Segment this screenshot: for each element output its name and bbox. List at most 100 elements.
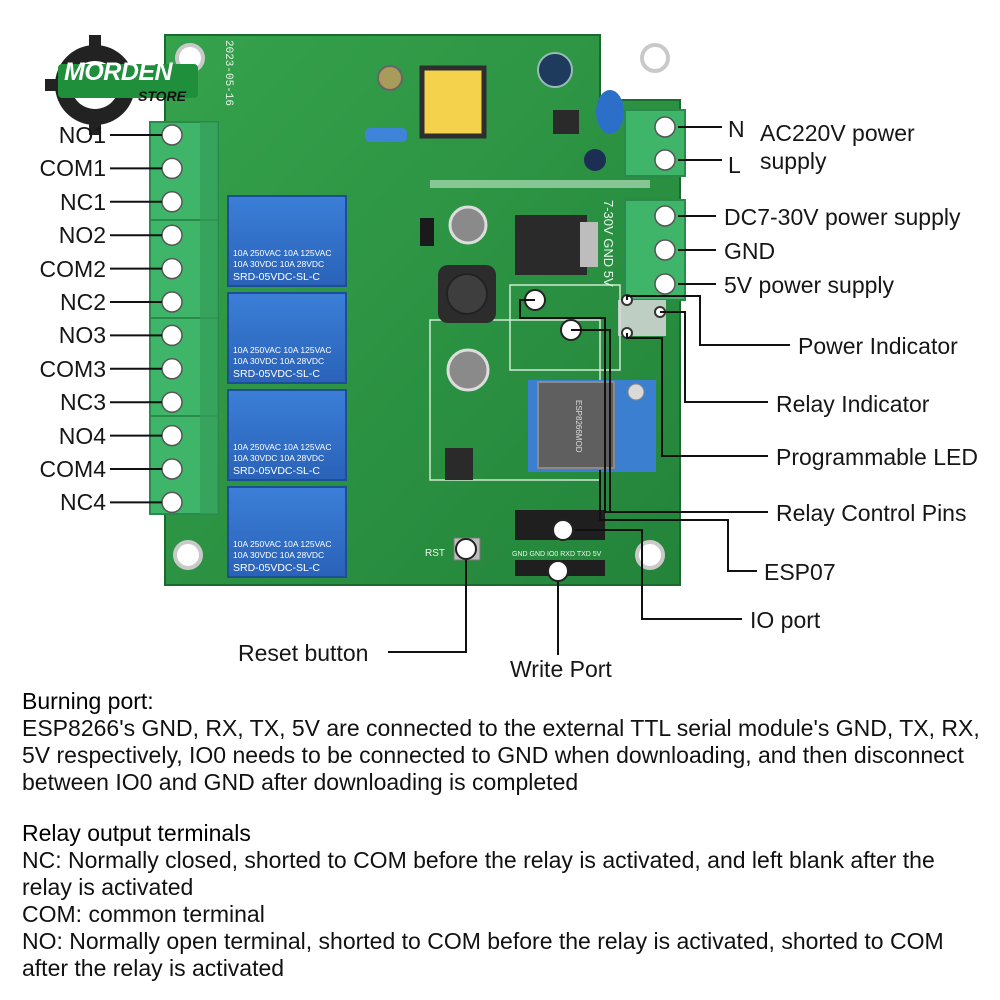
silk-rst: RST: [425, 548, 445, 559]
regulator-small: [445, 448, 473, 480]
label-terminal-nc1: NC1: [59, 188, 106, 215]
morden-logo: [45, 35, 198, 135]
label-terminal-no4: NO4: [58, 422, 106, 449]
relay-text: 10A 30VDC 10A 28VDC: [233, 453, 324, 463]
silk-power: 7-30V GND 5V: [601, 200, 616, 287]
logo-sub: STORE: [138, 88, 186, 104]
terminal-screw: [161, 491, 183, 514]
led-indicators: [618, 294, 666, 339]
terminal-screw: [161, 257, 183, 280]
terminal-screw: [161, 358, 183, 380]
terminal-screw: [161, 391, 183, 413]
label-terminal-com2: COM2: [39, 255, 106, 282]
relay-text: SRD-05VDC-SL-C: [233, 562, 320, 574]
terminal-screw-l: [654, 149, 676, 171]
regulator: [515, 215, 587, 275]
blue-resistor: [365, 128, 407, 142]
relay-text: 10A 250VAC 10A 125VAC: [233, 442, 331, 452]
terminal-screw: [161, 124, 183, 146]
label-l: L: [728, 152, 741, 178]
power-section: [365, 52, 624, 480]
esp07-module: ESP8266MOD: [528, 380, 656, 472]
relay-text: SRD-05VDC-SL-C: [233, 465, 320, 477]
burning-port-body: ESP8266's GND, RX, TX, 5V are connected …: [22, 715, 980, 795]
label-ac-line1: AC220V power: [760, 120, 915, 146]
capacitor-top-small: [377, 65, 403, 91]
label-programmable-led: Programmable LED: [776, 444, 978, 470]
logo-brand: MORDEN: [64, 58, 173, 86]
relay-text: SRD-05VDC-SL-C: [233, 271, 320, 283]
terminal-screw: [161, 291, 183, 313]
transformer: [419, 65, 487, 139]
terminal-screw: [161, 157, 183, 180]
relay-output-notes: Relay output terminals NC: Normally clos…: [22, 820, 982, 982]
relay-text: 10A 250VAC 10A 125VAC: [233, 539, 331, 549]
terminal-screw-n: [654, 116, 676, 138]
varistor: [584, 149, 606, 171]
mount-hole: [173, 540, 203, 570]
terminal-screw: [161, 424, 183, 447]
label-dc: DC7-30V power supply: [724, 204, 961, 230]
label-terminal-com3: COM3: [39, 355, 106, 382]
silk-header: GND GND IO0 RXD TXD 5V: [512, 551, 602, 558]
capacitor-mid: [448, 205, 488, 245]
label-5v: 5V power supply: [724, 272, 895, 298]
left-screws: [161, 124, 183, 514]
capacitor-low: [446, 348, 490, 392]
relay-no-note: NO: Normally open terminal, shorted to C…: [22, 928, 944, 981]
leader-lines: [110, 126, 790, 655]
label-power-indicator: Power Indicator: [798, 333, 958, 359]
label-esp07: ESP07: [764, 559, 836, 585]
label-terminal-nc3: NC3: [59, 389, 106, 416]
relay-com-note: COM: common terminal: [22, 901, 265, 927]
relay-nc-note: NC: Normally closed, shorted to COM befo…: [22, 847, 935, 900]
terminal-screw: [161, 224, 183, 246]
label-relay-indicator: Relay Indicator: [776, 391, 930, 417]
terminal-screw: [161, 324, 183, 347]
relay-text: 10A 30VDC 10A 28VDC: [233, 356, 324, 366]
label-io-port: IO port: [750, 607, 821, 633]
terminal-screw-gnd: [654, 239, 676, 261]
label-terminal-no2: NO2: [58, 222, 106, 249]
relay-text: SRD-05VDC-SL-C: [233, 368, 320, 380]
burning-port-title: Burning port:: [22, 688, 154, 714]
label-terminal-no3: NO3: [58, 322, 106, 349]
terminal-screw: [161, 191, 183, 213]
right-terminal-blocks: [624, 109, 686, 301]
label-relay-control-pins: Relay Control Pins: [776, 500, 967, 526]
module-text: ESP8266MOD: [574, 400, 583, 453]
left-terminal-blocks: [149, 121, 219, 515]
ic-small: [553, 110, 579, 134]
label-ac-line2: supply: [760, 148, 827, 174]
capacitor-top: [537, 52, 573, 88]
x-capacitor: [596, 90, 624, 134]
relay-text: 10A 30VDC 10A 28VDC: [233, 259, 324, 269]
relay-text: 10A 250VAC 10A 125VAC: [233, 345, 331, 355]
label-terminal-nc2: NC2: [59, 289, 106, 315]
relay-text: 10A 30VDC 10A 28VDC: [233, 550, 324, 560]
label-terminal-no1: NO1: [58, 122, 106, 148]
label-gnd: GND: [724, 238, 776, 264]
mount-hole: [640, 43, 670, 73]
relay-output-title: Relay output terminals: [22, 820, 251, 846]
label-terminal-nc4: NC4: [59, 489, 106, 516]
diode: [420, 218, 434, 246]
mount-hole: [635, 540, 665, 570]
label-terminal-com1: COM1: [39, 155, 106, 182]
label-n: N: [728, 116, 745, 142]
relay-text: 10A 250VAC 10A 125VAC: [233, 248, 331, 258]
burning-port-notes: Burning port: ESP8266's GND, RX, TX, 5V …: [22, 688, 982, 796]
label-terminal-com4: COM4: [39, 456, 106, 482]
label-write-port: Write Port: [510, 656, 612, 682]
terminal-screw-5v: [654, 273, 676, 295]
label-reset-button: Reset button: [238, 640, 369, 666]
board-date: 2023-05-16: [222, 40, 234, 106]
terminal-screw: [161, 458, 183, 480]
terminal-screw-dc: [654, 205, 676, 227]
